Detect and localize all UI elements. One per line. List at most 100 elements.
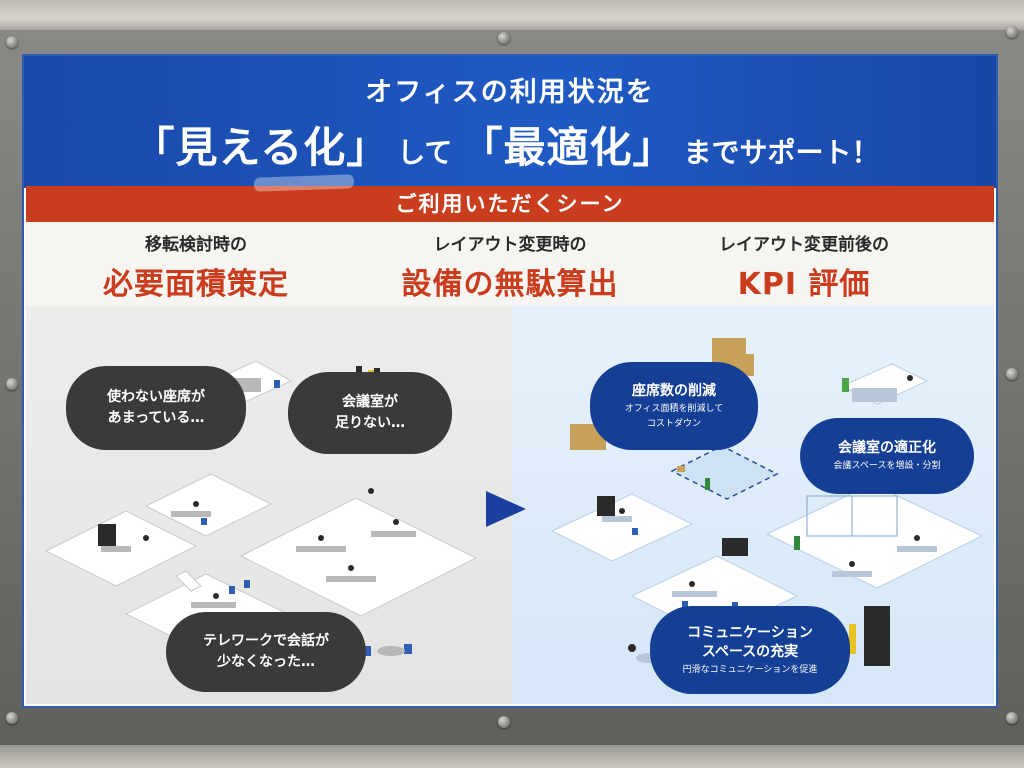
stairs xyxy=(175,570,202,592)
benefit-bubble: 座席数の削減 オフィス面積を削減して コストダウン xyxy=(590,362,758,450)
scene-main: 設備の無駄算出 xyxy=(401,267,619,302)
benefit-title: 会議室の適正化 xyxy=(838,440,936,456)
bolt-icon xyxy=(6,712,18,724)
speech-bubble: 使わない座席が あまっている… xyxy=(66,366,246,450)
benefit-desc: 会議スペースを増設・分割 xyxy=(833,461,941,471)
benefit-title: コミュニケーション xyxy=(687,624,813,641)
person xyxy=(705,478,710,490)
person xyxy=(794,536,800,550)
floor-rail xyxy=(0,745,1024,768)
whiteboard xyxy=(597,496,615,516)
chair xyxy=(632,528,638,535)
before-office-drawing xyxy=(44,360,478,659)
chair xyxy=(732,602,738,609)
benefit-desc: コストダウン xyxy=(646,418,701,429)
desk xyxy=(832,571,872,577)
desk xyxy=(101,546,131,552)
person xyxy=(689,581,695,587)
bubble-text: 会議室が xyxy=(342,394,398,410)
scene-item: レイアウト変更時の 設備の無駄算出 xyxy=(360,230,660,303)
person xyxy=(318,535,324,541)
person xyxy=(393,519,399,525)
person xyxy=(849,624,856,654)
scene-main: KPI 評価 xyxy=(737,267,871,302)
chair xyxy=(201,518,207,525)
benefit-bubble: コミュニケーション スペースの充実 円滑なコミュニケーションを促進 xyxy=(650,606,850,694)
scene-item: 移転検討時の 必要面積策定 xyxy=(46,230,346,303)
header-connector: して xyxy=(397,136,453,169)
equipment xyxy=(722,538,748,556)
bolt-icon xyxy=(1006,368,1018,380)
bolt-icon xyxy=(1006,712,1018,724)
server-rack xyxy=(864,606,890,666)
chair xyxy=(404,644,412,654)
scene-item: レイアウト変更前後の KPI 評価 xyxy=(654,230,954,303)
header-connector: までサポート！ xyxy=(683,136,880,169)
bubble-text: テレワークで会話が xyxy=(203,633,329,649)
speech-bubble: テレワークで会話が 少なくなった… xyxy=(166,612,366,692)
speech-bubble: 会議室が 足りない… xyxy=(288,372,452,454)
after-office-drawing xyxy=(550,338,984,686)
person xyxy=(213,593,219,599)
scene-main: 必要面積策定 xyxy=(103,267,289,302)
before-after-arrow-icon xyxy=(486,491,526,527)
desk xyxy=(296,546,346,552)
bubble-text: 足りない… xyxy=(335,415,405,431)
bubble-text: 使わない座席が xyxy=(107,389,205,405)
person xyxy=(193,501,199,507)
person xyxy=(628,644,636,652)
scene-sub: レイアウト変更時の xyxy=(433,235,587,255)
scene-sub: レイアウト変更前後の xyxy=(719,235,889,255)
desk xyxy=(672,591,717,597)
person xyxy=(907,375,913,381)
desk xyxy=(171,511,211,517)
floor-tile xyxy=(239,497,478,617)
bubble-text: 少なくなった… xyxy=(217,654,315,670)
desk xyxy=(602,516,632,522)
bolt-icon xyxy=(498,32,510,44)
person xyxy=(849,561,855,567)
person xyxy=(348,565,354,571)
poster-panel: オフィスの利用状況を 「見える化」 して 「最適化」 までサポート！ ご利用いた… xyxy=(22,54,998,708)
bolt-icon xyxy=(498,716,510,728)
floor-tile xyxy=(550,493,694,562)
person xyxy=(143,535,149,541)
person xyxy=(842,378,849,392)
header-phrase-visualize: 「見える化」 xyxy=(132,123,390,172)
bolt-icon xyxy=(6,378,18,390)
benefit-bubble: 会議室の適正化 会議スペースを増設・分割 xyxy=(800,418,974,494)
desk xyxy=(371,531,416,537)
desk xyxy=(897,546,937,552)
bubble-text: あまっている… xyxy=(107,410,205,426)
floor-tile xyxy=(144,473,273,537)
chair xyxy=(682,601,688,608)
benefit-title: スペースの充実 xyxy=(701,643,799,660)
desk xyxy=(326,576,376,582)
scene-sub: 移転検討時の xyxy=(145,235,247,255)
after-illustration: 座席数の削減 オフィス面積を削減して コストダウン 会議室の適正化 会議スペース… xyxy=(512,306,994,704)
header-phrase-optimize: 「最適化」 xyxy=(460,123,676,172)
ceiling-rail xyxy=(0,0,1024,30)
desk xyxy=(852,388,897,402)
chair xyxy=(244,580,250,588)
person xyxy=(368,488,374,494)
person xyxy=(914,535,920,541)
benefit-desc: 円滑なコミュニケーションを促進 xyxy=(682,664,818,675)
header-line2: 「見える化」 して 「最適化」 までサポート！ xyxy=(24,114,996,175)
benefit-title: 座席数の削減 xyxy=(632,382,716,399)
chair xyxy=(274,380,280,388)
header-line1: オフィスの利用状況を xyxy=(365,77,655,108)
desk xyxy=(191,602,236,608)
before-illustration: 使わない座席が あまっている… 会議室が 足りない… テレワークで会話が 少なく… xyxy=(26,306,512,704)
poster-header: オフィスの利用状況を 「見える化」 して 「最適化」 までサポート！ xyxy=(24,56,996,188)
chair xyxy=(363,646,371,656)
bolt-icon xyxy=(1006,26,1018,38)
benefit-desc: オフィス面積を削減して xyxy=(624,403,724,414)
person xyxy=(619,508,625,514)
chair xyxy=(229,586,235,594)
usage-scenes: 移転検討時の 必要面積策定 レイアウト変更時の 設備の無駄算出 レイアウト変更前… xyxy=(26,222,994,307)
round-table xyxy=(377,646,405,656)
bolt-icon xyxy=(6,36,18,48)
reduced-area-outline xyxy=(670,445,779,500)
whiteboard xyxy=(98,524,116,546)
